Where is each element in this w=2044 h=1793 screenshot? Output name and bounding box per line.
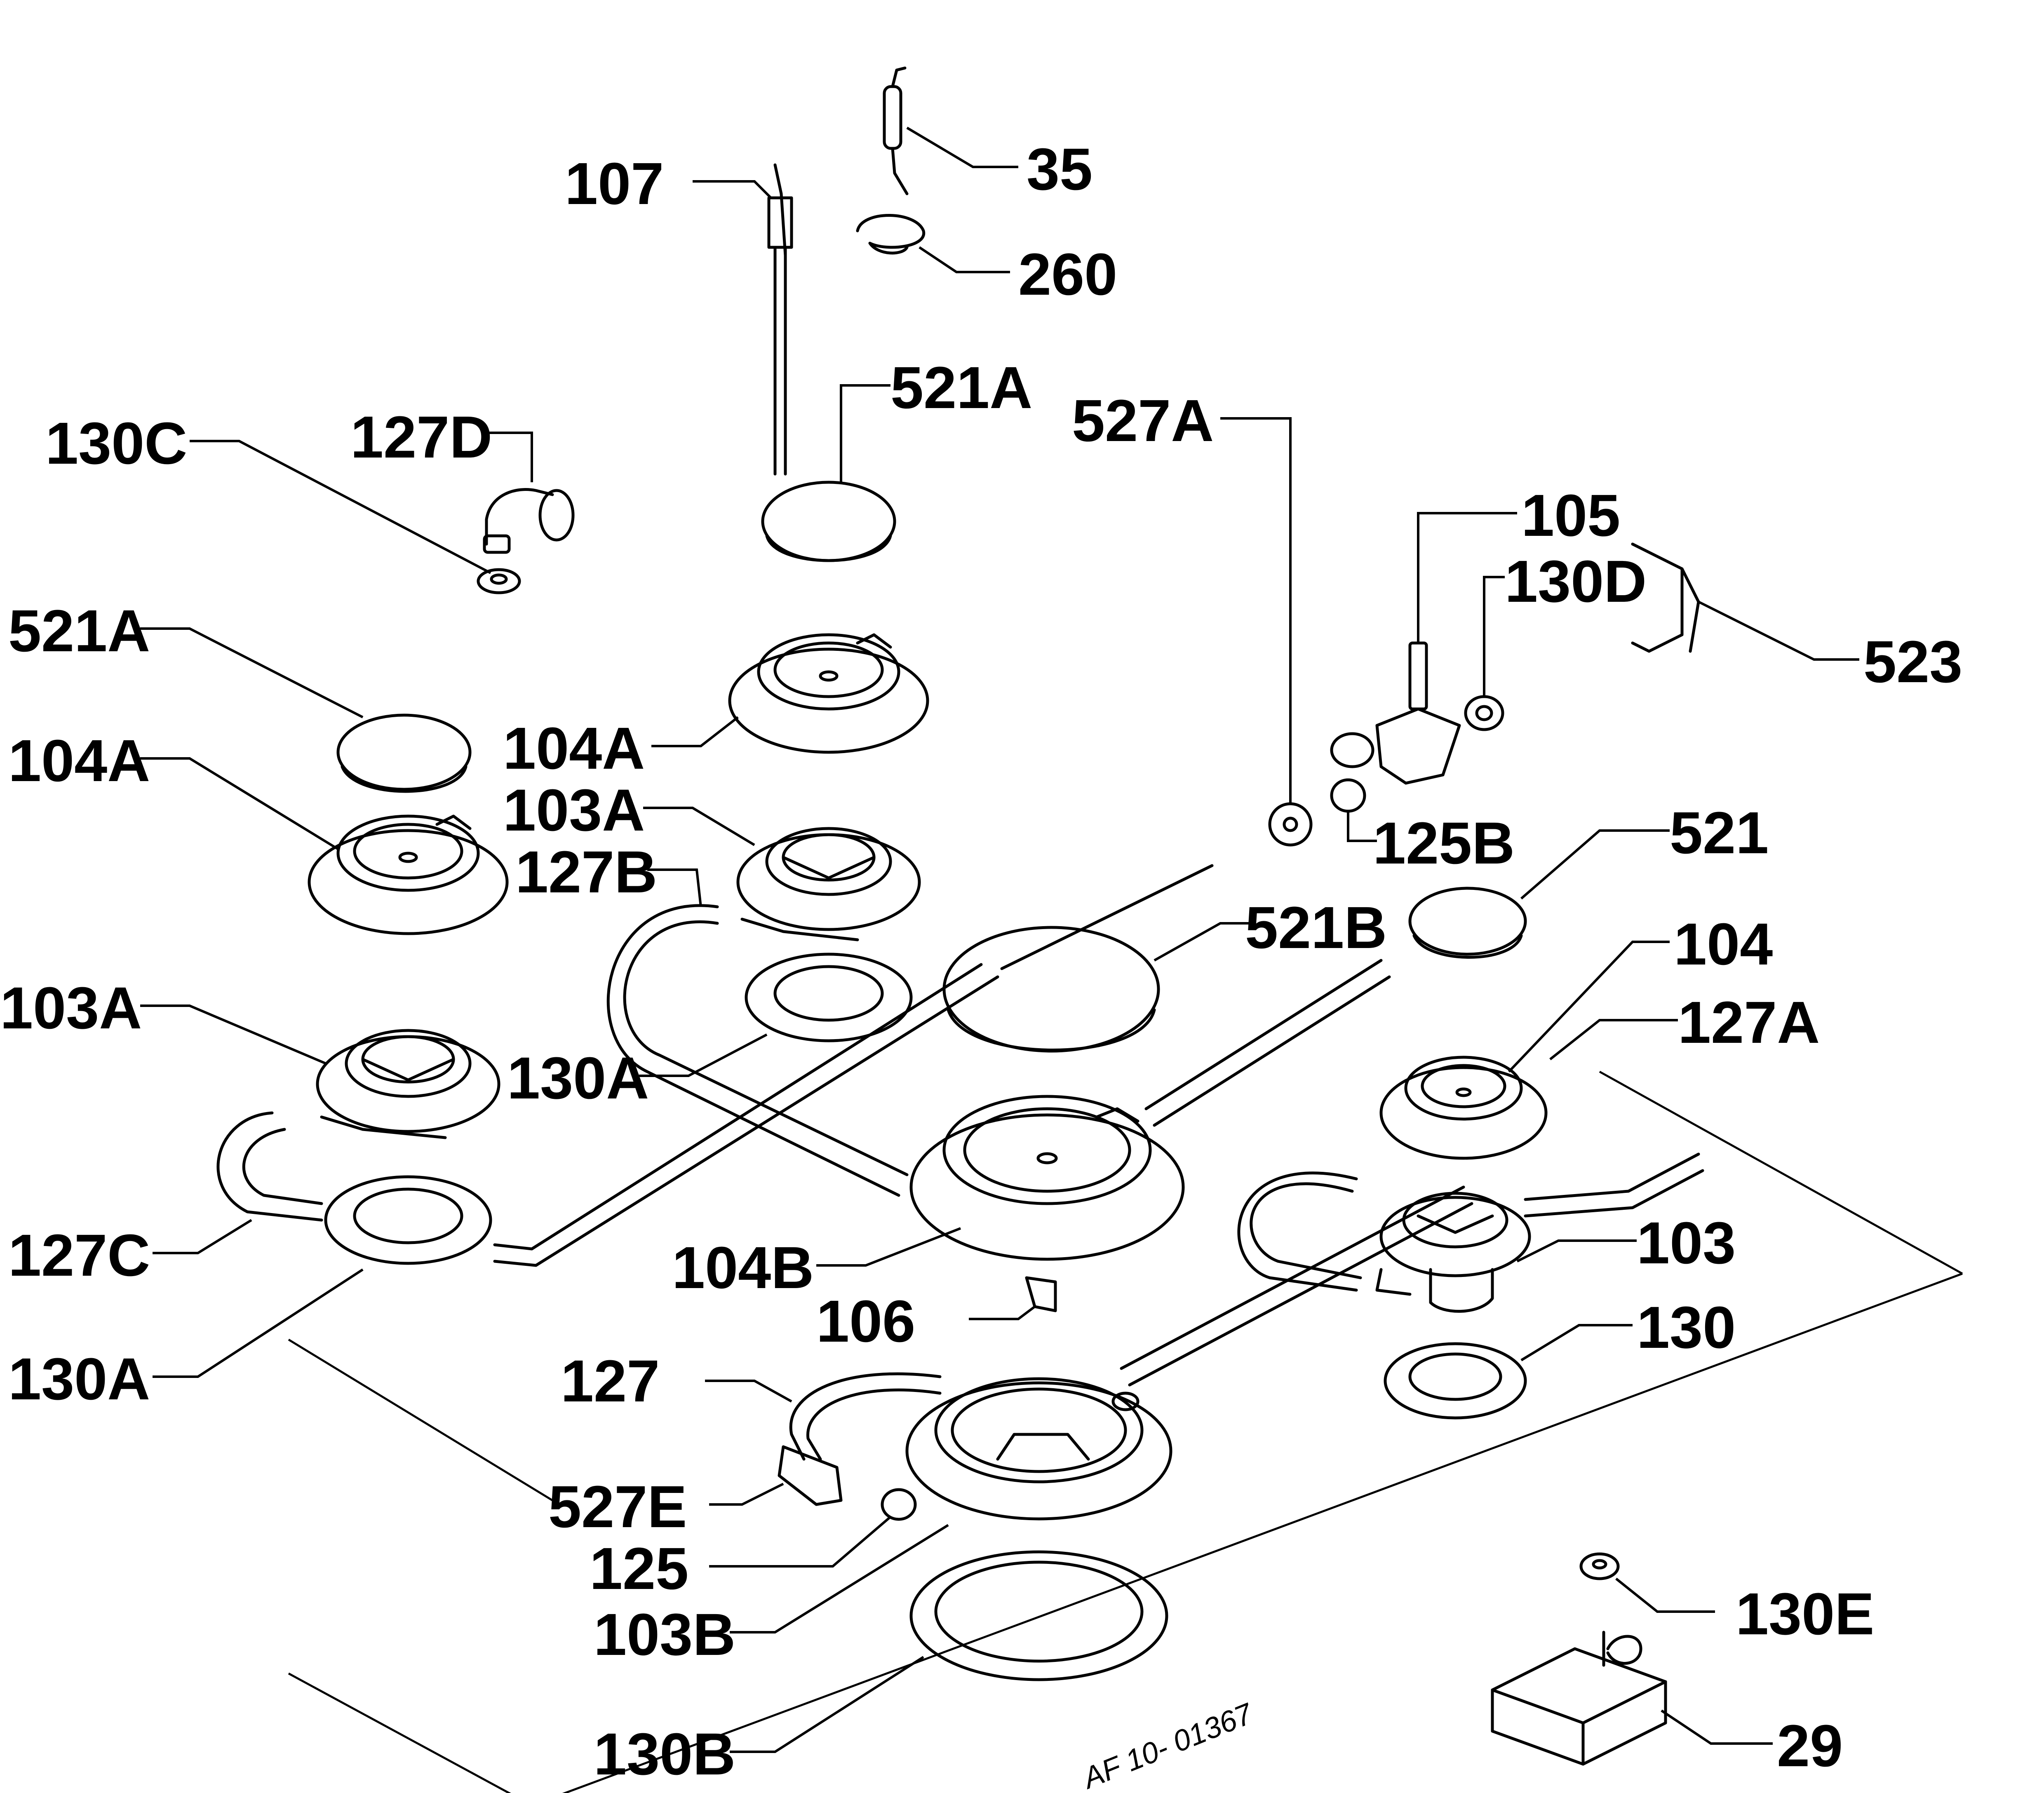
label-127C: 127C (8, 1222, 150, 1288)
burner-body-103 (1375, 1192, 1531, 1313)
washer-130D (1464, 695, 1504, 731)
label-523: 523 (1863, 629, 1962, 695)
burner-head-104 (1379, 1056, 1548, 1160)
burner-head-104B (909, 1095, 1185, 1261)
label-130B: 130B (594, 1721, 735, 1787)
label-521: 521 (1670, 800, 1769, 866)
label-105: 105 (1521, 482, 1620, 549)
gasket-130 (1384, 1342, 1527, 1420)
label-130A-center: 130A (507, 1045, 649, 1111)
gas-pipes (216, 864, 1704, 1461)
figure-reference-code: AF 10- 01367 (1077, 1697, 1258, 1793)
label-130C: 130C (45, 410, 187, 476)
part-labels: 35 107 260 521A 527A 130C 127D 105 130D … (0, 136, 1962, 1787)
label-107: 107 (565, 150, 664, 217)
gasket-130A-left (324, 1175, 492, 1265)
label-106: 106 (816, 1288, 915, 1354)
gas-tap-105 (1330, 641, 1461, 785)
thermocouple-107 (767, 163, 793, 476)
spark-generator-29 (1491, 1631, 1667, 1766)
clip-260 (856, 214, 926, 255)
burner-head-104A-center (728, 633, 929, 754)
label-125: 125 (590, 1535, 688, 1602)
label-125B: 125B (1373, 810, 1515, 876)
label-103A-left: 103A (0, 975, 142, 1041)
label-35: 35 (1027, 136, 1092, 202)
label-527A: 527A (1072, 387, 1214, 454)
burner-cap-521A-top (761, 481, 896, 562)
ignition-electrode-35 (883, 66, 909, 195)
washer-130C (477, 568, 521, 594)
label-127A: 127A (1678, 989, 1820, 1056)
gasket-130A-center (745, 953, 913, 1042)
leader-lines (140, 127, 1859, 1753)
burner-cap-521B (942, 926, 1160, 1053)
burner-head-104A-left (308, 814, 509, 935)
label-260: 260 (1018, 241, 1117, 307)
label-521A-top: 521A (890, 354, 1032, 421)
burner-cap-521A-left (336, 713, 472, 793)
label-104B: 104B (672, 1234, 814, 1301)
injector-125 (881, 1488, 917, 1521)
elbow-fitting-127D (483, 488, 575, 554)
label-127D: 127D (350, 404, 492, 470)
label-29: 29 (1777, 1713, 1843, 1779)
hob-plate-outline (288, 1070, 1963, 1793)
gasket-130B (909, 1550, 1168, 1681)
connector-527E (778, 1445, 843, 1506)
injector-106 (1025, 1276, 1057, 1312)
label-127B: 127B (515, 839, 657, 905)
label-127: 127 (561, 1348, 660, 1414)
nut-527A (1268, 802, 1313, 847)
label-521A-left: 521A (8, 598, 150, 664)
label-130E: 130E (1736, 1581, 1874, 1647)
label-527E: 527E (548, 1474, 687, 1540)
label-130A-left: 130A (8, 1346, 150, 1412)
label-104A-center: 104A (503, 715, 645, 782)
burner-body-103A-left (316, 1029, 500, 1139)
label-521B: 521B (1245, 894, 1387, 961)
label-104: 104 (1674, 911, 1773, 977)
label-104A-left: 104A (8, 728, 150, 794)
injector-125B (1330, 778, 1366, 813)
burner-body-103A-center (736, 827, 921, 941)
washer-130E (1579, 1552, 1620, 1580)
label-103A-center: 103A (503, 777, 645, 843)
burner-body-103B (905, 1377, 1172, 1521)
label-103B: 103B (594, 1601, 735, 1668)
label-103: 103 (1637, 1210, 1736, 1276)
label-130D: 130D (1505, 548, 1647, 615)
burner-cap-521 (1408, 887, 1527, 959)
label-130: 130 (1637, 1294, 1736, 1361)
